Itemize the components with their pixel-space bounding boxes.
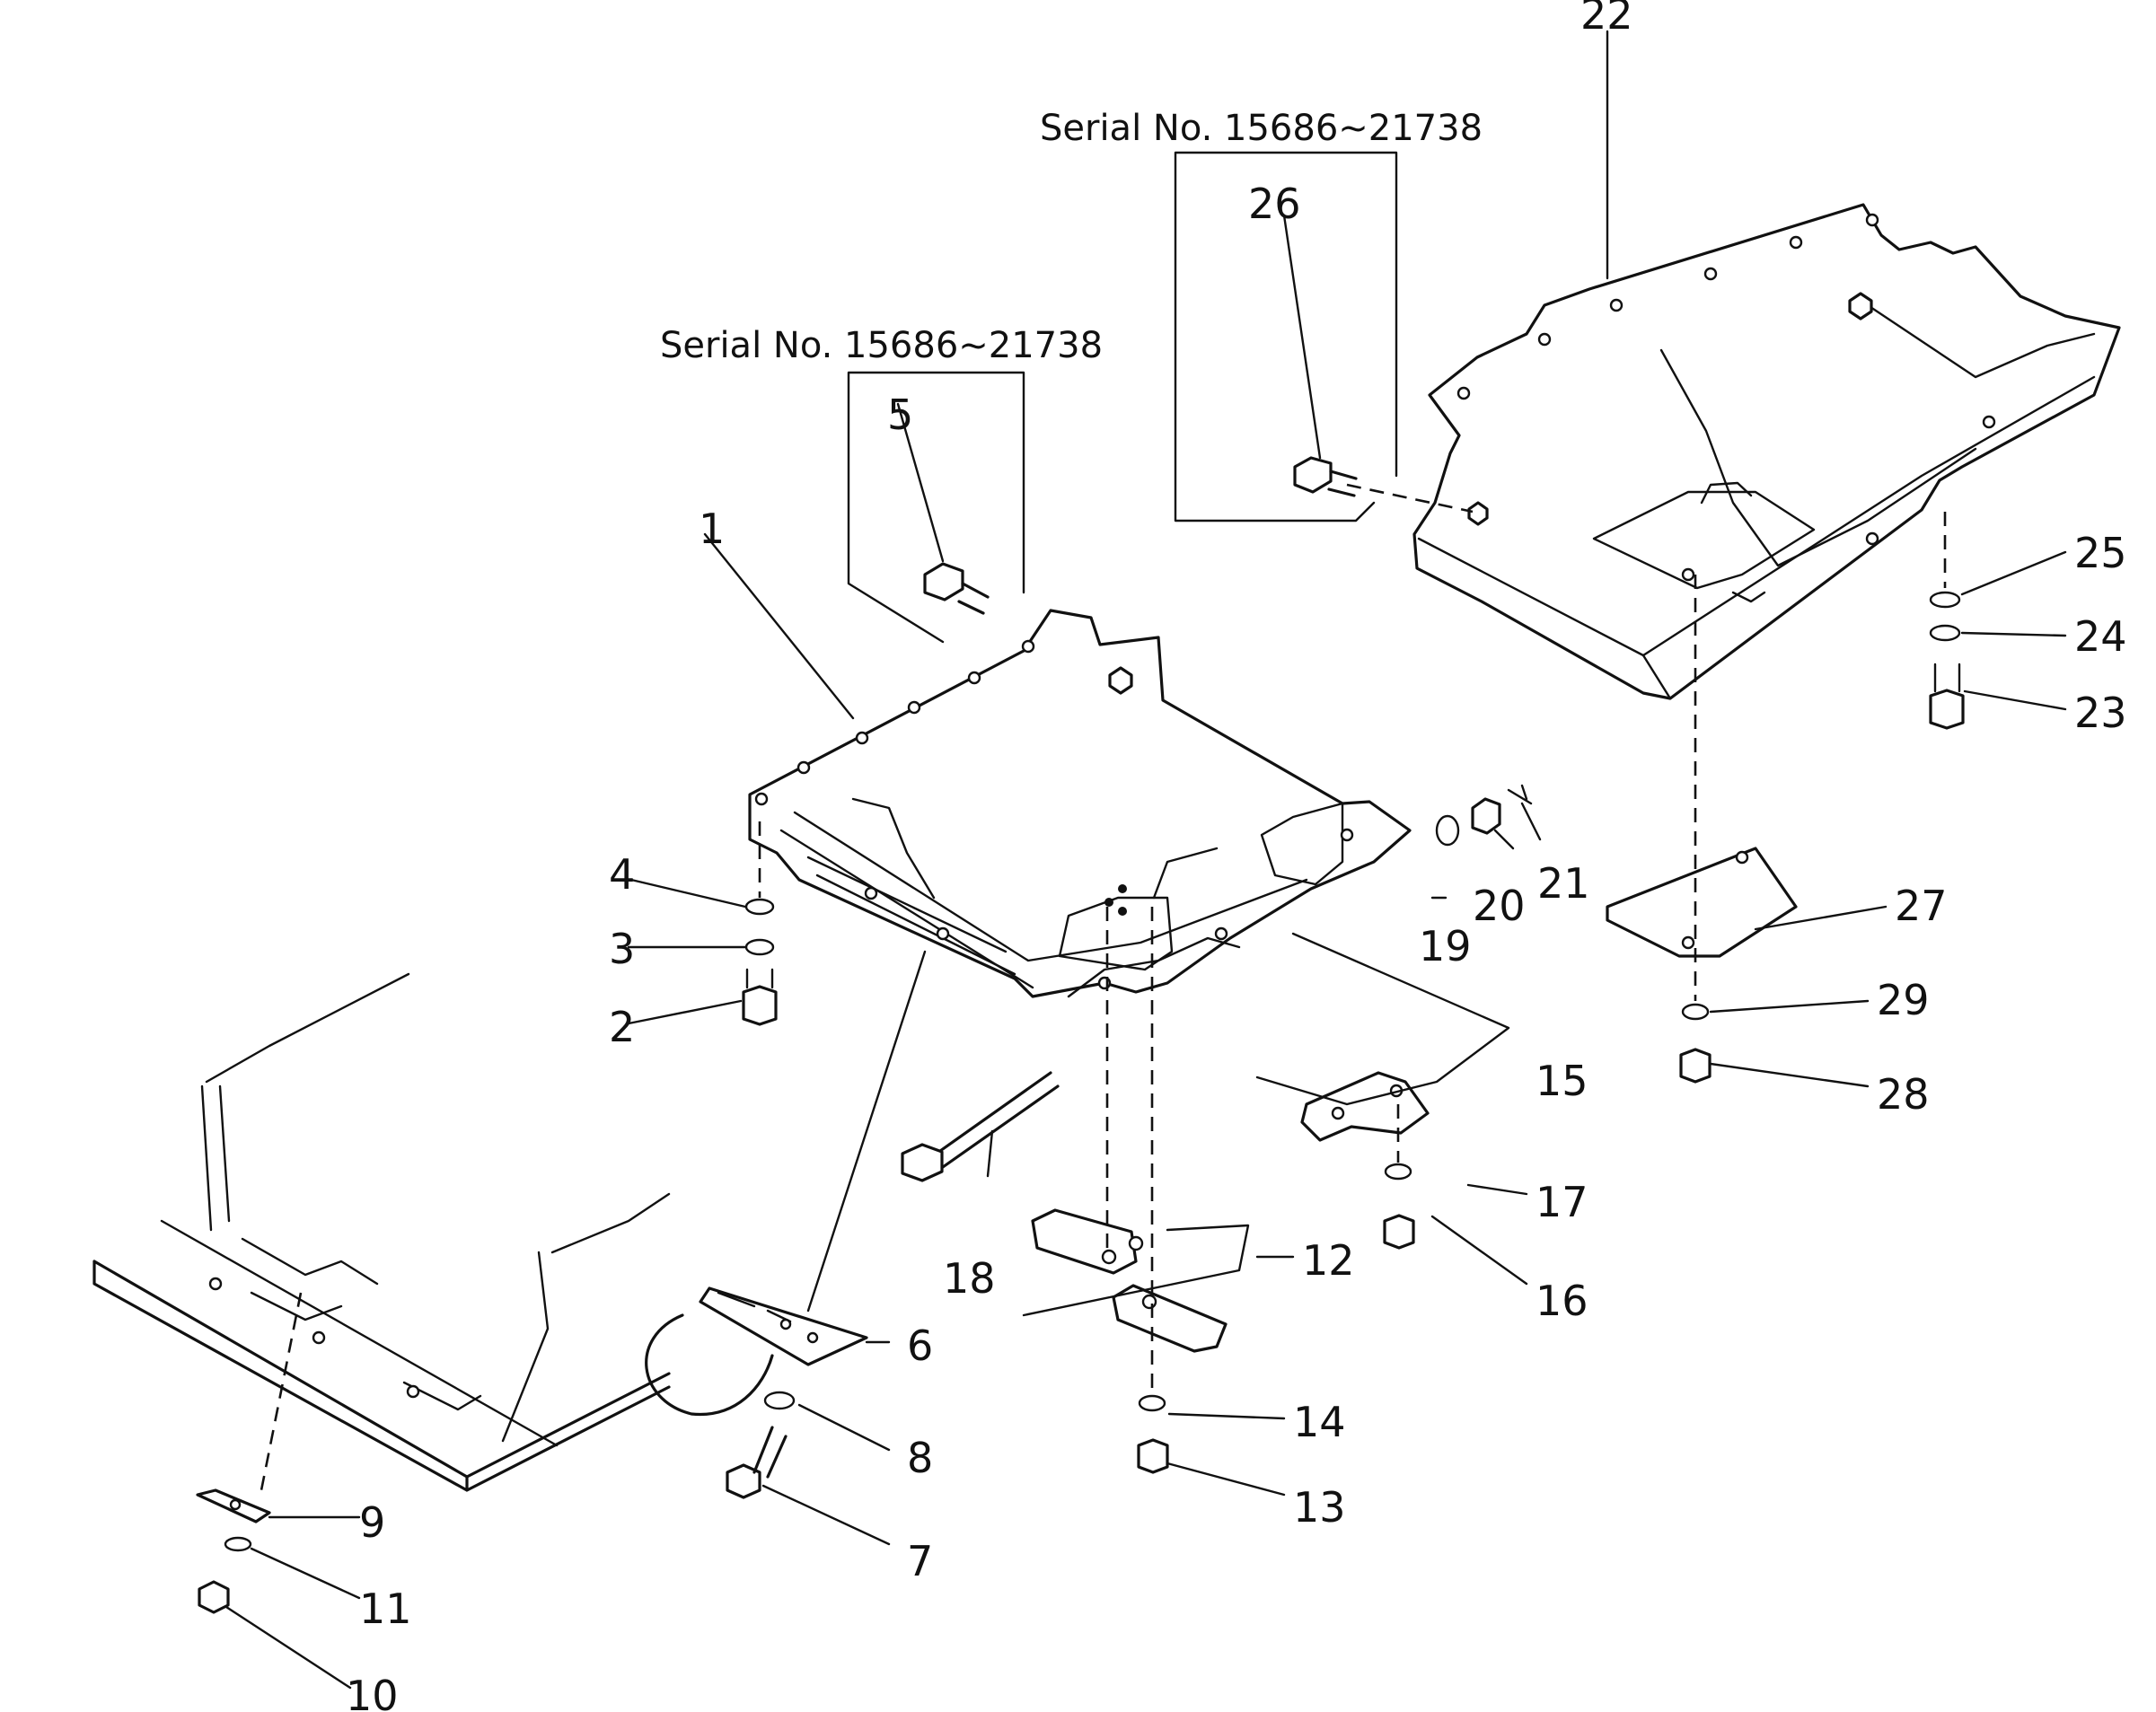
washer-19	[1435, 814, 1460, 847]
bolt-23	[1929, 663, 1965, 730]
bracket-9	[196, 1488, 271, 1523]
front-track-frame	[92, 972, 671, 1492]
callout-26: 26	[1248, 180, 1301, 228]
callout-5: 5	[887, 391, 913, 439]
callout-18: 18	[943, 1254, 996, 1303]
plate-27	[1606, 847, 1798, 958]
callout-21: 21	[1537, 859, 1590, 908]
callout-28: 28	[1877, 1070, 1930, 1119]
washer-3	[744, 938, 775, 956]
washer-25	[1929, 591, 1961, 609]
callout-2: 2	[609, 1003, 635, 1051]
callout-13: 13	[1293, 1483, 1346, 1532]
bolt-28	[1679, 1048, 1712, 1084]
bolt-16	[1383, 1214, 1415, 1250]
washer-17	[1384, 1163, 1412, 1181]
callout-15: 15	[1536, 1057, 1588, 1105]
serial-note-upper-group: Serial No. 15686~21738	[1040, 108, 1483, 522]
main-floor-frame	[748, 609, 1412, 998]
callout-6: 6	[907, 1321, 933, 1370]
callout-7: 7	[907, 1537, 933, 1585]
callout-22: 22	[1580, 0, 1633, 39]
serial-note-upper: Serial No. 15686~21738	[1040, 108, 1483, 149]
bracket-upper-12	[1031, 1208, 1144, 1275]
callout-1: 1	[699, 505, 725, 553]
callout-25: 25	[2074, 529, 2127, 577]
callout-29: 29	[1877, 976, 1930, 1024]
tow-hook	[645, 1286, 868, 1417]
serial-box-upper-outline	[1174, 151, 1398, 522]
washer-29	[1681, 1003, 1710, 1021]
washer-11	[224, 1536, 252, 1552]
bolt-10	[198, 1580, 230, 1614]
callout-8: 8	[907, 1434, 933, 1482]
serial-note-left-group: Serial No. 15686~21738	[660, 325, 1103, 644]
callout-11: 11	[359, 1585, 412, 1633]
callout-17: 17	[1536, 1178, 1588, 1226]
callout-19: 19	[1419, 922, 1472, 970]
callout-3: 3	[609, 925, 635, 973]
pin-21	[1507, 784, 1533, 805]
bracket-lower-12	[1112, 1284, 1228, 1353]
nut-20	[1471, 797, 1501, 835]
serial-note-left: Serial No. 15686~21738	[660, 325, 1103, 366]
callout-20: 20	[1473, 882, 1526, 930]
washer-24	[1929, 624, 1961, 642]
bolt-18	[901, 1071, 1060, 1182]
callout-24: 24	[2074, 612, 2127, 661]
assembly-dash-lines	[259, 483, 1947, 1496]
washer-4	[744, 898, 775, 916]
serial-box-left-outline	[847, 371, 1025, 644]
bolt-7	[726, 1426, 788, 1499]
bolt-26	[1293, 456, 1358, 497]
bolt-2	[742, 968, 778, 1026]
washer-14	[1138, 1394, 1166, 1412]
callout-4: 4	[609, 850, 635, 899]
washer-8	[763, 1391, 796, 1410]
callout-9: 9	[359, 1498, 385, 1547]
bracket-15	[1300, 1071, 1430, 1142]
callout-10: 10	[346, 1672, 399, 1712]
bolt-13	[1137, 1438, 1169, 1474]
bolt-5	[923, 562, 990, 615]
callout-14: 14	[1293, 1398, 1346, 1446]
callout-12: 12	[1302, 1236, 1355, 1285]
callout-labels: 1 2 3 4 5 6 7 8 9 10 11 12 13 14 15 16 1…	[346, 0, 2127, 1712]
callout-27: 27	[1895, 882, 1948, 930]
callout-23: 23	[2074, 689, 2127, 737]
leader-lines	[224, 30, 2067, 1690]
callout-16: 16	[1536, 1277, 1588, 1325]
rear-cover-plate	[1412, 203, 2121, 700]
